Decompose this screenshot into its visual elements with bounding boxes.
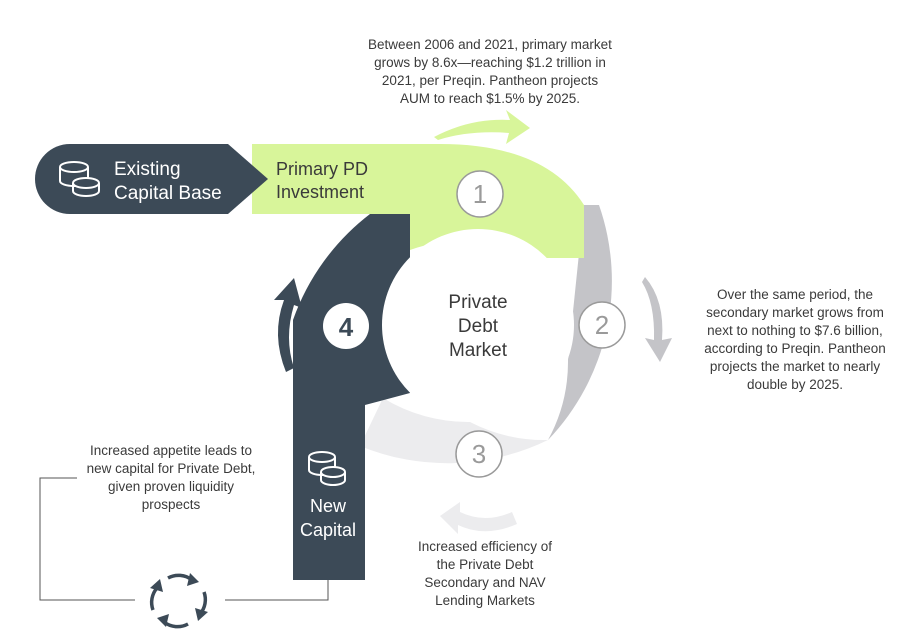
center-label-line2: Debt (458, 316, 499, 337)
callout-right: Over the same period, the secondary mark… (680, 286, 910, 394)
step-3-badge: 3 (455, 430, 503, 478)
callout-bottom-line: Secondary and NAV (424, 575, 546, 590)
callout-top-line: 2021, per Preqin. Pantheon projects (381, 73, 599, 88)
connector-line-right (225, 580, 329, 601)
svg-text:1: 1 (473, 179, 487, 209)
step-1-badge: 1 (456, 170, 504, 218)
callout-bottom-line: Increased efficiency of (417, 539, 553, 554)
existing-capital-label-line1: Existing (114, 159, 181, 180)
svg-text:2: 2 (595, 310, 609, 340)
callout-right-line: Over the same period, the (716, 287, 874, 302)
cycle-arrowheads (150, 573, 208, 627)
existing-capital-label-line2: Capital Base (114, 183, 222, 204)
callout-top: Between 2006 and 2021, primary market gr… (350, 36, 630, 108)
existing-capital-pill (35, 144, 268, 214)
step-4-badge: 4 (323, 303, 369, 349)
new-capital-label-line2: Capital (300, 520, 356, 540)
primary-label-line1: Primary PD (276, 159, 368, 179)
callout-top-line: Between 2006 and 2021, primary market (368, 37, 612, 52)
center-label-line3: Market (449, 340, 508, 361)
primary-label-line2: Investment (276, 182, 364, 202)
callout-left: Increased appetite leads to new capital … (66, 442, 276, 514)
callout-right-line: projects the market to nearly (709, 359, 881, 374)
arrow-top-icon (434, 110, 530, 144)
new-capital-coins-icon (308, 451, 346, 486)
svg-text:4: 4 (339, 312, 354, 342)
coins-icon (59, 161, 100, 197)
step-2-badge: 2 (578, 301, 626, 349)
arrow-bottom-icon (440, 502, 517, 534)
center-circle (382, 229, 574, 421)
callout-right-line: according to Preqin. Pantheon (704, 341, 886, 356)
callout-left-line: new capital for Private Debt, (86, 461, 256, 476)
callout-left-line: given proven liquidity (107, 479, 235, 494)
callout-right-line: secondary market grows from (706, 305, 884, 320)
callout-bottom-line: the Private Debt (436, 557, 534, 572)
ring-segment-primary (252, 144, 584, 258)
arrow-left-icon (274, 278, 302, 372)
connector-line-left (39, 477, 135, 601)
callout-bottom: Increased efficiency of the Private Debt… (390, 538, 580, 610)
callout-left-line: Increased appetite leads to (89, 443, 253, 458)
callout-top-line: grows by 8.6x—reaching $1.2 trillion in (374, 55, 606, 70)
callout-right-line: next to nothing to $7.6 billion, (707, 323, 883, 338)
new-capital-bar (293, 214, 410, 580)
new-capital-label-line1: New (310, 496, 347, 516)
callout-left-line: prospects (141, 497, 201, 512)
arrow-right-icon (642, 277, 672, 362)
callout-top-line: AUM to reach $1.5% by 2025. (399, 91, 581, 106)
callout-bottom-line: Lending Markets (435, 593, 535, 608)
svg-text:3: 3 (472, 439, 486, 469)
center-label-line1: Private (448, 292, 507, 313)
callout-right-line: double by 2025. (746, 377, 844, 392)
